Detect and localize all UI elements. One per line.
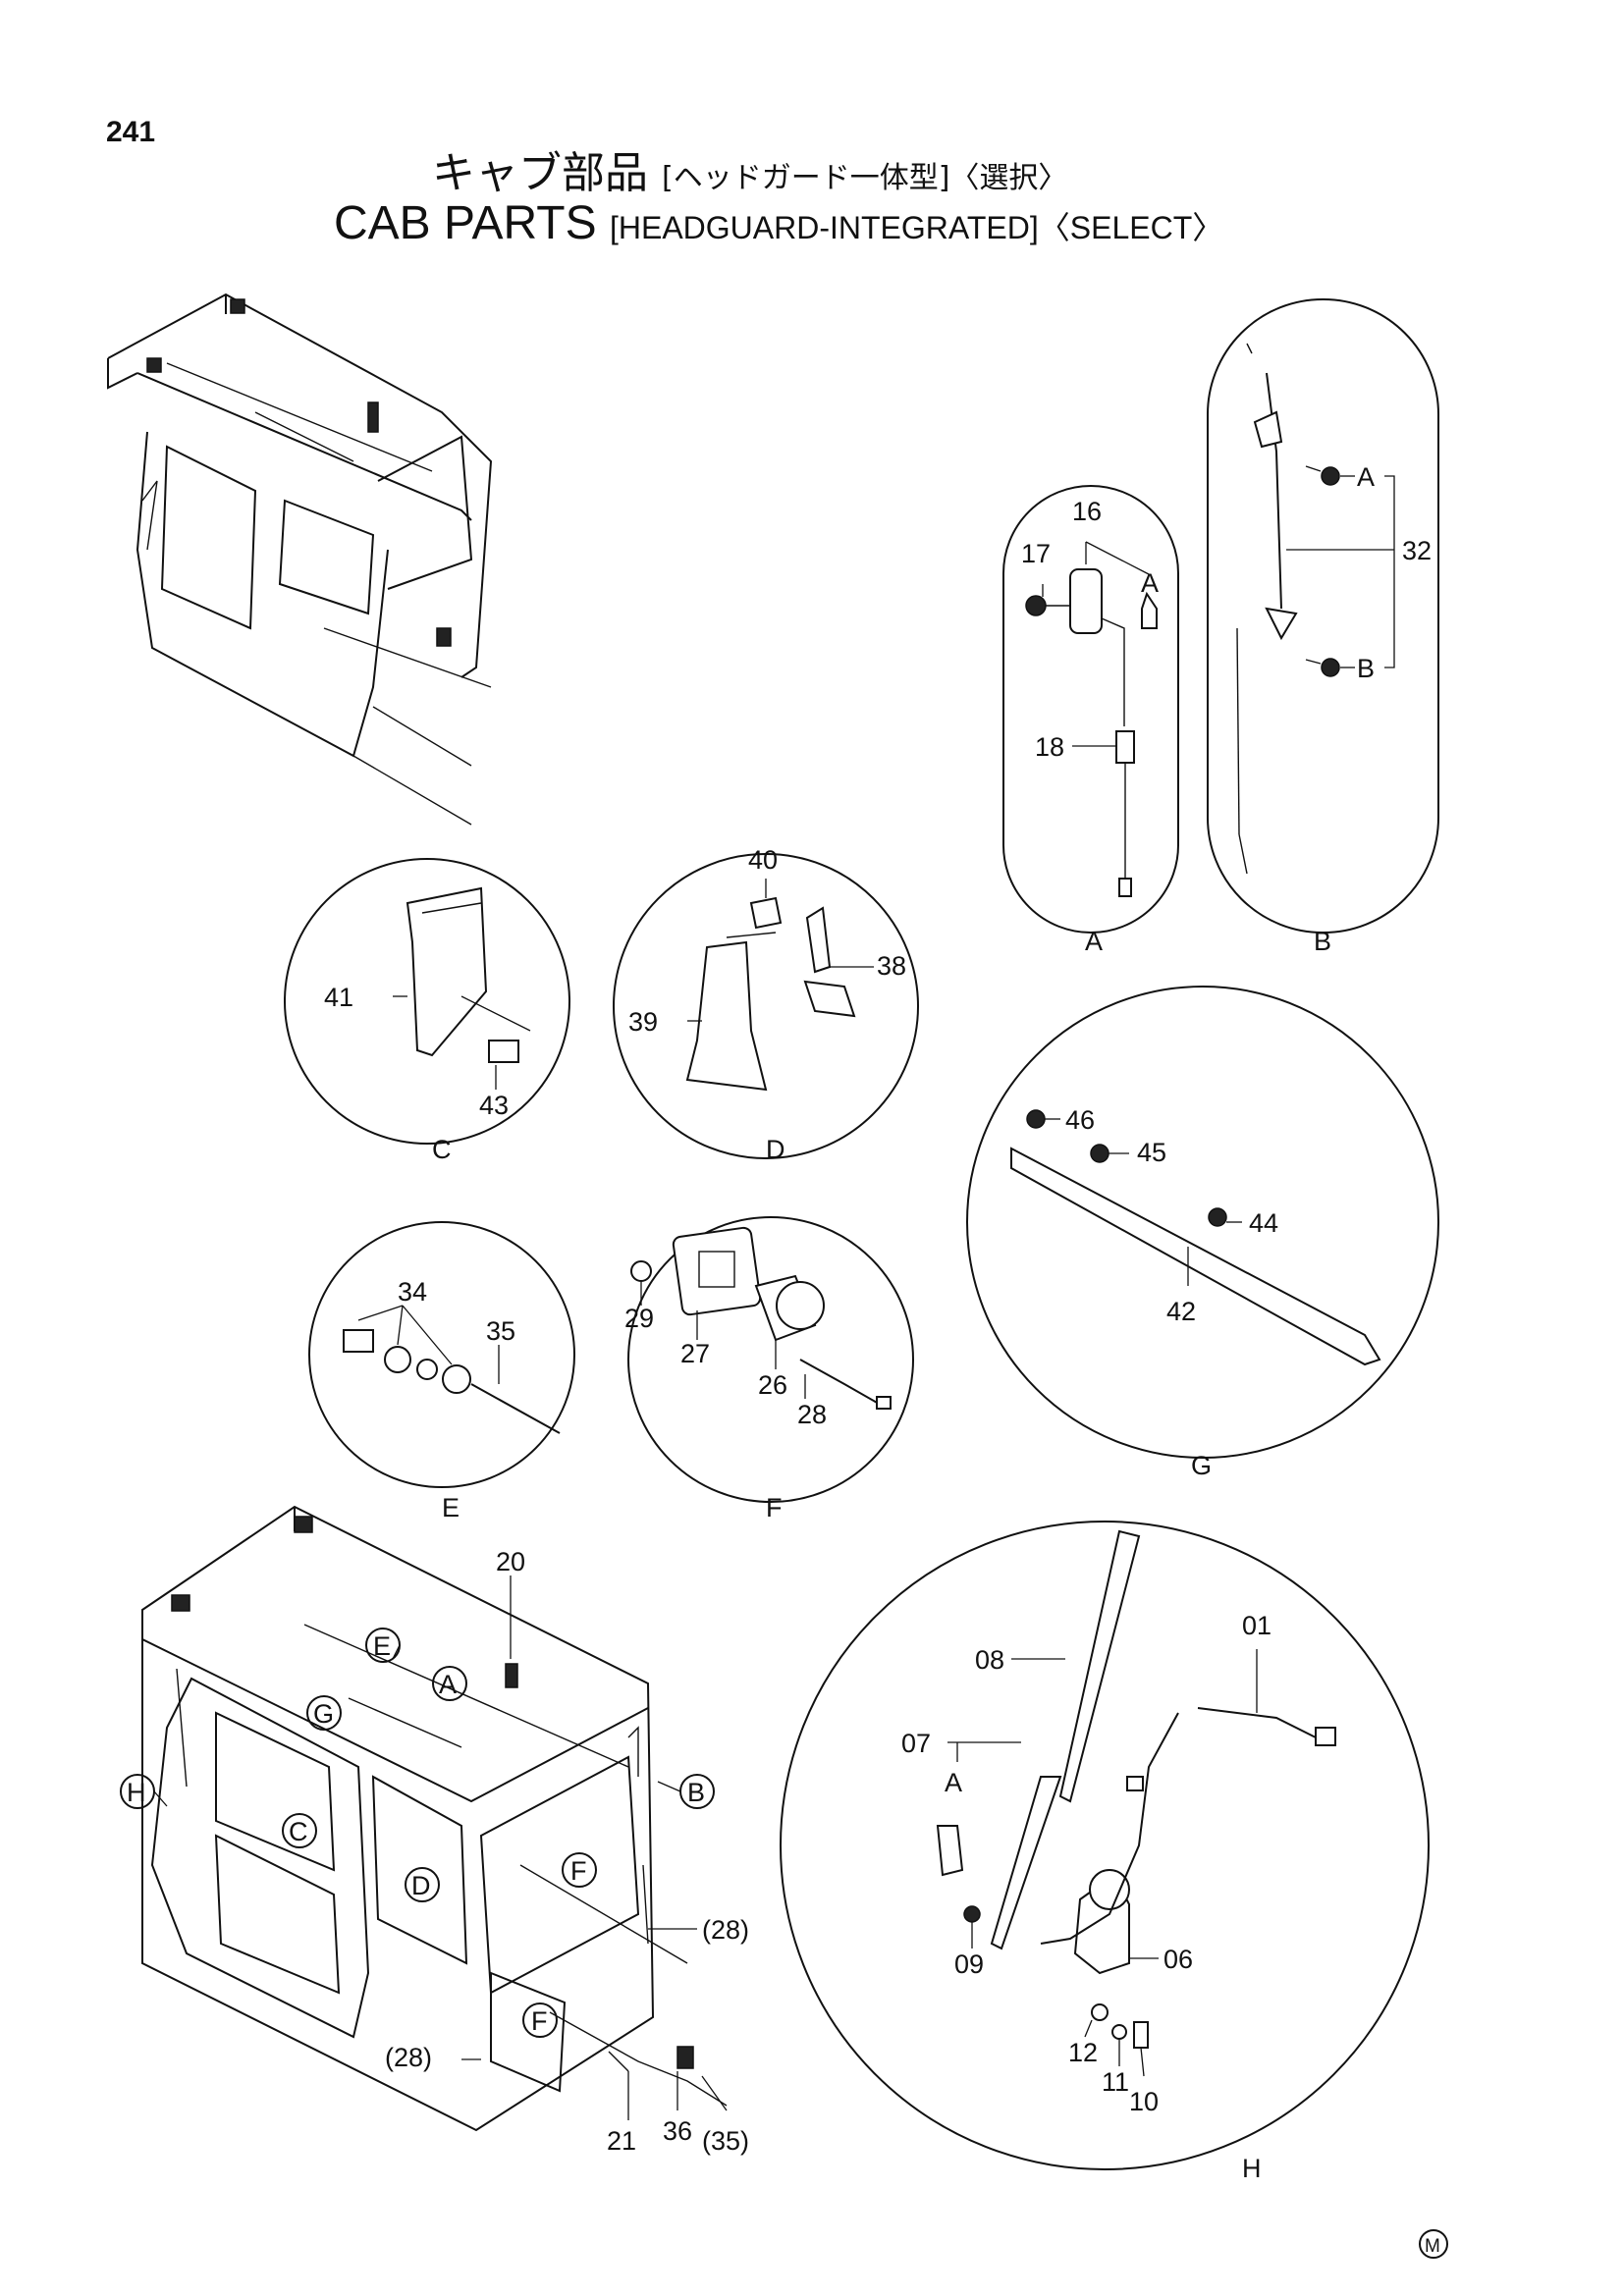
label-part-32: 32 — [1402, 536, 1432, 565]
detail-letter-b: B — [1314, 927, 1331, 956]
detail-view-f: 29 27 26 28 F — [624, 1216, 914, 1522]
detail-view-h: 08 01 07 A 06 09 12 11 10 H — [780, 1521, 1430, 2183]
manufacturer-mark-letter: M — [1425, 2236, 1440, 2257]
label-part-41: 41 — [324, 983, 353, 1012]
detail-letter-c: C — [432, 1135, 452, 1164]
cab-overview-top — [107, 293, 493, 826]
detail-view-c: 41 43 C — [284, 858, 570, 1164]
label-sub-a: A — [1141, 568, 1159, 598]
callout-b-b: B — [1357, 654, 1375, 683]
title-jp-sub: [ヘッドガード一体型]〈選択〉 — [662, 161, 1068, 195]
callout-main-f2: F — [531, 2006, 548, 2036]
page-number: 241 — [106, 116, 156, 148]
label-part-08: 08 — [975, 1645, 1004, 1675]
label-part-11: 11 — [1102, 2067, 1129, 2097]
label-part-17: 17 — [1021, 539, 1051, 568]
label-part-38: 38 — [877, 951, 906, 981]
callout-main-h: H — [127, 1778, 146, 1807]
label-part-43: 43 — [479, 1091, 509, 1120]
label-main-20: 20 — [496, 1547, 525, 1576]
label-part-40: 40 — [748, 845, 778, 875]
callout-main-f1: F — [570, 1856, 587, 1886]
detail-view-a: 16 17 A 18 A — [1002, 485, 1179, 956]
callout-main-d: D — [411, 1871, 431, 1900]
label-part-18: 18 — [1035, 732, 1064, 762]
callout-main-a: A — [439, 1670, 457, 1699]
detail-view-g: 46 45 44 42 G — [966, 986, 1439, 1480]
label-main-21: 21 — [607, 2126, 636, 2156]
title-en-main: CAB PARTS — [334, 197, 597, 249]
label-part-34: 34 — [398, 1277, 427, 1307]
callout-main-b: B — [687, 1778, 705, 1807]
label-part-26: 26 — [758, 1370, 787, 1400]
label-main-28b: (28) — [385, 2043, 432, 2072]
label-main-36: 36 — [663, 2116, 692, 2146]
label-part-09: 09 — [954, 1949, 984, 1979]
detail-letter-h: H — [1242, 2154, 1262, 2183]
detail-letter-e: E — [442, 1493, 460, 1522]
detail-view-e: 34 35 E — [308, 1221, 575, 1522]
label-part-27: 27 — [680, 1339, 710, 1368]
title-english: CAB PARTS [HEADGUARD-INTEGRATED]〈SELECT〉 — [334, 196, 1223, 250]
label-part-46: 46 — [1065, 1105, 1095, 1135]
title-jp-main: キャブ部品 — [432, 148, 648, 198]
title-japanese: キャブ部品 [ヘッドガード一体型]〈選択〉 — [432, 137, 1067, 200]
detail-view-b: A B 32 B — [1207, 298, 1439, 956]
label-part-07: 07 — [901, 1729, 931, 1758]
label-main-28a: (28) — [702, 1915, 749, 1945]
detail-letter-f: F — [766, 1493, 783, 1522]
label-h-sub-a: A — [945, 1768, 962, 1797]
label-part-44: 44 — [1249, 1208, 1278, 1238]
detail-letter-a: A — [1085, 927, 1103, 956]
title-en-sub: [HEADGUARD-INTEGRATED]〈SELECT〉 — [609, 210, 1224, 245]
label-part-28: 28 — [797, 1400, 827, 1429]
label-part-35: 35 — [486, 1316, 515, 1346]
callout-main-e: E — [373, 1631, 391, 1661]
label-part-29: 29 — [624, 1304, 654, 1333]
callout-main-c: C — [289, 1817, 308, 1846]
detail-view-d: 40 38 39 D — [613, 845, 919, 1164]
detail-letter-d: D — [766, 1135, 785, 1164]
label-part-16: 16 — [1072, 497, 1102, 526]
callout-main-g: G — [313, 1699, 334, 1729]
label-part-39: 39 — [628, 1007, 658, 1037]
callout-b-a: A — [1357, 462, 1375, 492]
label-part-10: 10 — [1129, 2087, 1159, 2116]
label-part-06: 06 — [1163, 1945, 1193, 1974]
main-view-callouts: E A G B H C D F F 20 (28) (28) 21 36 (35… — [120, 1547, 749, 2156]
detail-letter-g: G — [1191, 1451, 1212, 1480]
label-main-35: (35) — [702, 2126, 749, 2156]
label-part-42: 42 — [1166, 1297, 1196, 1326]
label-part-01: 01 — [1242, 1611, 1271, 1640]
label-part-12: 12 — [1068, 2038, 1098, 2067]
manufacturer-mark: M — [1419, 2229, 1448, 2259]
label-part-45: 45 — [1137, 1138, 1166, 1167]
cab-assembly-main — [141, 1505, 728, 2132]
